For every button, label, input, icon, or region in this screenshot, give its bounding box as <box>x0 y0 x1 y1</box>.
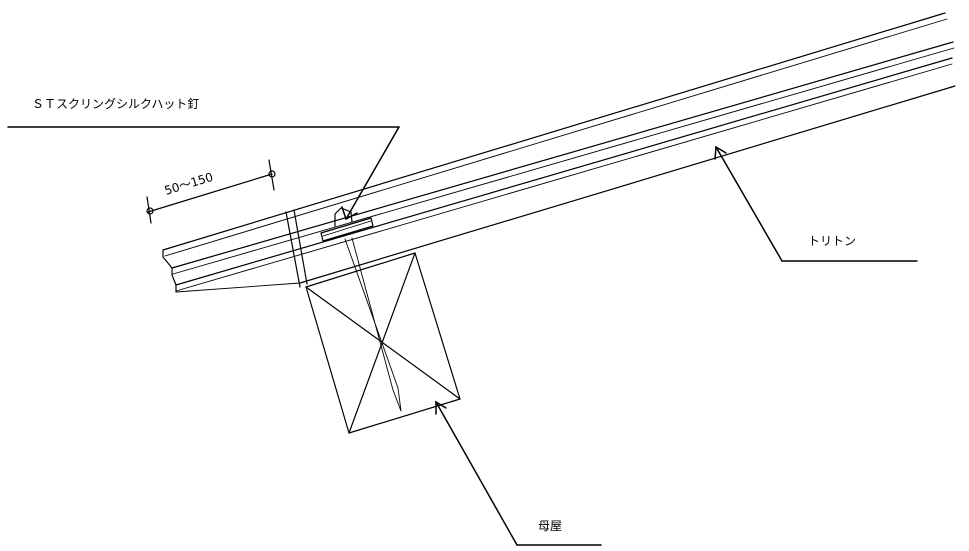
nail-shank <box>344 237 402 412</box>
nail-washer-inner <box>322 220 372 237</box>
purlin-label: 母屋 <box>538 519 562 533</box>
overhang-reference <box>285 209 308 288</box>
roof-panel-label: トリトン <box>808 234 856 248</box>
dimension-line <box>147 173 273 213</box>
panel-leader-arrowhead <box>714 145 727 160</box>
panel-rib-line-1 <box>171 41 954 269</box>
panel-top-edge-inner <box>164 18 948 257</box>
panel-end-bottom <box>175 282 301 293</box>
overhang-line-1 <box>285 211 301 288</box>
panel-end-edge <box>162 249 177 293</box>
panel-rib-line-3 <box>175 57 953 286</box>
nail-leader-line <box>345 126 400 220</box>
dimension-extension-left <box>146 196 152 224</box>
nail-leader <box>7 126 400 221</box>
purlin-leader-arrowhead <box>435 400 447 415</box>
purlin-cross-1 <box>305 286 461 400</box>
panel-rib-line-4 <box>175 63 953 292</box>
roof-panel-leader <box>714 145 918 262</box>
panel-leader-line <box>715 146 783 262</box>
panel-rib-line-2 <box>172 47 955 275</box>
nail-leader-arrowhead <box>341 206 358 221</box>
purlin-leader <box>435 400 602 546</box>
dimension-extension-right <box>268 159 275 191</box>
overhang-dimension <box>146 159 276 224</box>
roof-panel <box>162 12 956 293</box>
purlin-leader-line <box>435 401 518 546</box>
panel-top-edge <box>162 12 946 251</box>
overhang-line-2 <box>293 209 308 285</box>
purlin <box>305 252 461 434</box>
nail-washer <box>320 217 374 242</box>
dimension-endpoint-left <box>146 207 154 215</box>
nail-label: ＳＴスクリングシルクハット釘 <box>32 96 199 111</box>
panel-underside <box>299 85 956 284</box>
dimension-endpoint-right <box>268 170 276 178</box>
